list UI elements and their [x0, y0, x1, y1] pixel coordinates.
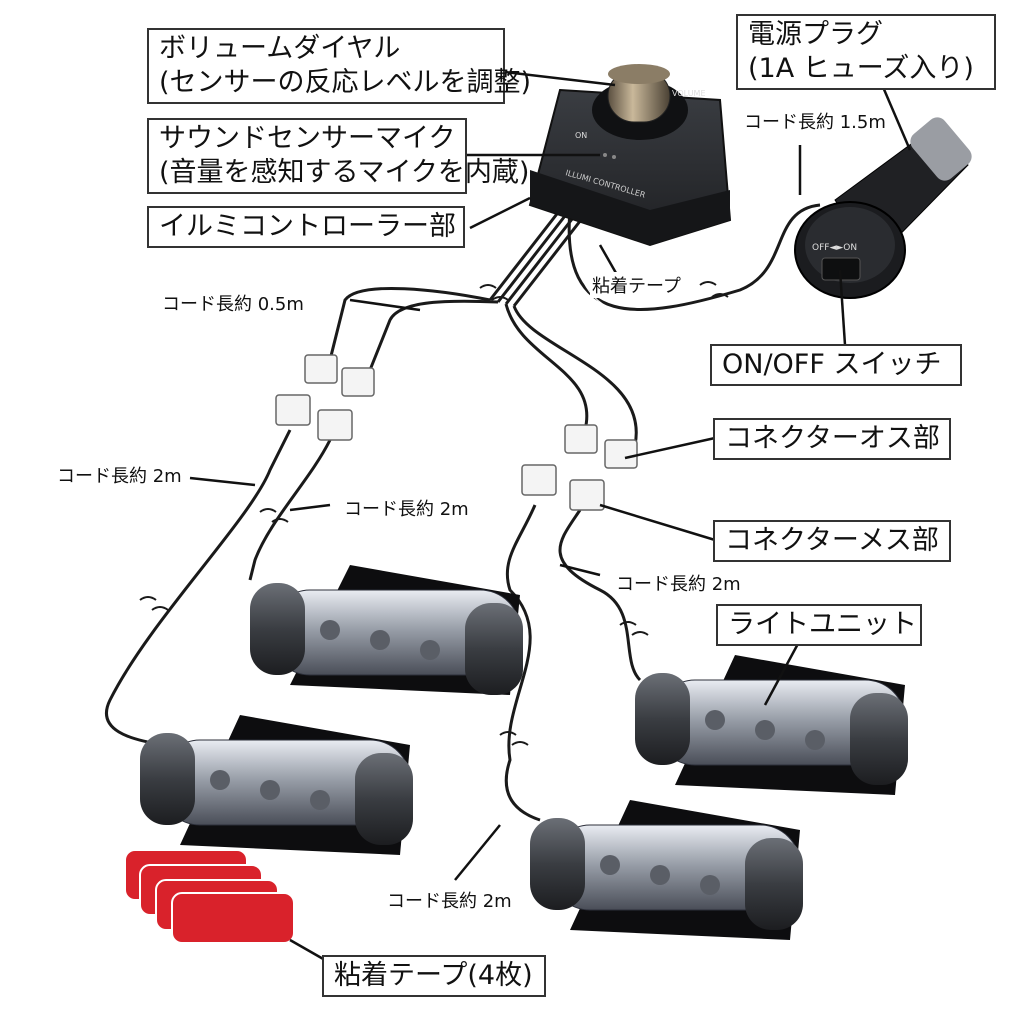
- note-cord-2m-b: コード長約 2m: [342, 495, 471, 521]
- light-unit-4: [530, 800, 803, 940]
- note-cord-1-5m: コード長約 1.5m: [742, 108, 888, 134]
- callout-switch: ON/OFF スイッチ: [710, 344, 962, 386]
- plug-switch-text: OFF◄►ON: [812, 243, 857, 253]
- volume-text: VOLUME: [672, 89, 706, 98]
- callout-tape: 粘着テープ(4枚): [322, 955, 546, 997]
- callout-switch-title: ON/OFF スイッチ: [722, 349, 942, 380]
- callout-connector-female: コネクターメス部: [713, 520, 951, 562]
- callout-light-unit-title: ライトユニット: [728, 609, 917, 640]
- callout-tape-title: 粘着テープ(4枚): [334, 960, 533, 991]
- connectors: [275, 354, 638, 511]
- callout-sound-sensor-sub: (音量を感知するマイクを内蔵): [159, 157, 530, 188]
- note-tape: 粘着テープ: [590, 272, 683, 298]
- light-unit-1: [250, 565, 523, 695]
- callout-connector-female-title: コネクターメス部: [725, 525, 939, 556]
- light-unit-2: [140, 715, 413, 855]
- callout-power-plug: 電源プラグ (1A ヒューズ入り): [736, 14, 996, 90]
- callout-controller-title: イルミコントローラー部: [159, 211, 456, 242]
- callout-sound-sensor-title: サウンドセンサーマイク: [159, 123, 456, 154]
- note-cord-0-5m: コード長約 0.5m: [160, 290, 306, 316]
- light-unit-3: [635, 655, 908, 795]
- leader-lines: [189, 70, 912, 962]
- callout-volume-dial-sub: (センサーの反応レベルを調整): [159, 67, 532, 98]
- power-plug: OFF◄►ON: [794, 117, 972, 299]
- sensor-mic-hole: [603, 153, 607, 157]
- callout-connector-male-title: コネクターオス部: [725, 423, 940, 454]
- on-text: ON: [575, 131, 587, 140]
- note-cord-2m-d: コード長約 2m: [385, 887, 514, 913]
- callout-sound-sensor: サウンドセンサーマイク (音量を感知するマイクを内蔵): [147, 118, 530, 194]
- callout-connector-male: コネクターオス部: [713, 418, 951, 460]
- note-cord-2m-c: コード長約 2m: [614, 570, 743, 596]
- cable-break-marks: [139, 281, 729, 746]
- cables: [104, 203, 826, 822]
- callout-volume-dial-title: ボリュームダイヤル: [159, 33, 401, 64]
- note-cord-2m-a: コード長約 2m: [55, 462, 184, 488]
- callout-light-unit: ライトユニット: [716, 604, 922, 646]
- callout-controller: イルミコントローラー部: [147, 206, 465, 248]
- controller-box: VOLUME ON ILLUMI CONTROLLER: [528, 64, 732, 247]
- adhesive-tapes: [124, 849, 295, 944]
- callout-power-plug-title: 電源プラグ: [748, 19, 883, 50]
- callout-volume-dial: ボリュームダイヤル (センサーの反応レベルを調整): [147, 28, 532, 104]
- callout-power-plug-sub: (1A ヒューズ入り): [748, 53, 974, 84]
